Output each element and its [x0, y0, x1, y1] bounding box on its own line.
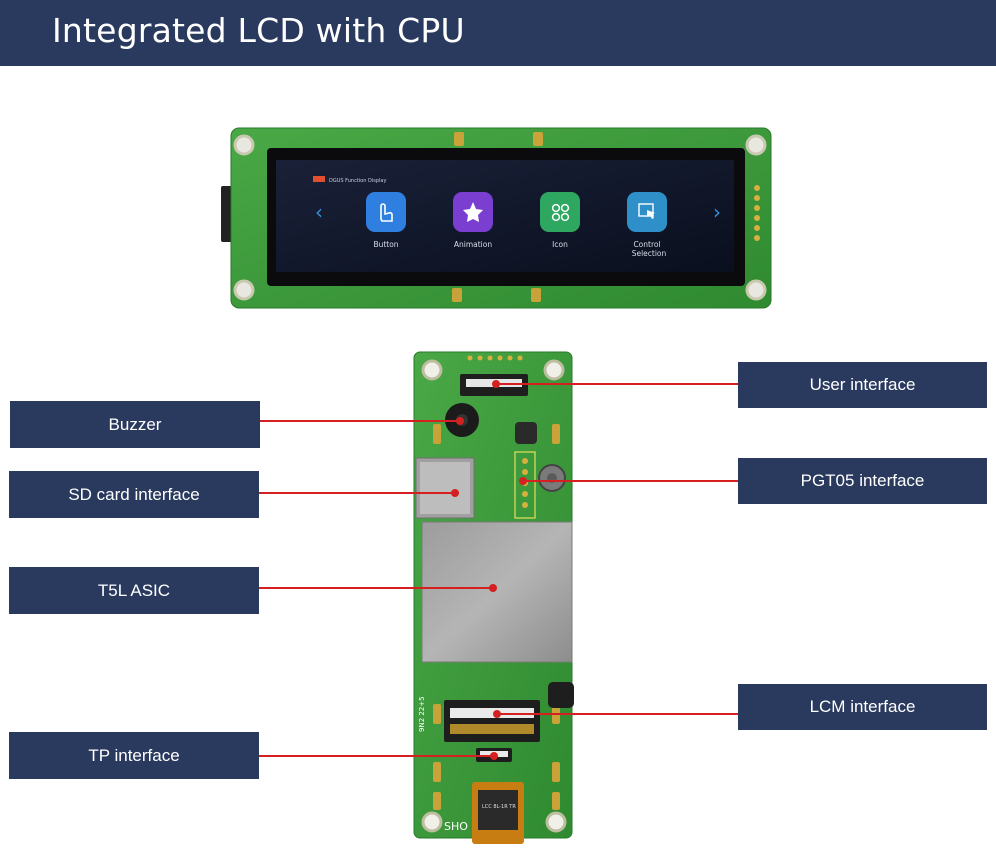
fpc-code-text: LCC 8L-1R TR	[482, 804, 516, 810]
lcd-module-board	[221, 127, 772, 309]
t5l-asic-shield	[421, 521, 573, 663]
lcd-screen: DGUS Function Display ‹ › Button Animati…	[313, 176, 721, 258]
callout-sd-card-interface: SD card interface	[9, 471, 259, 518]
part-mark-text: 9N2 22+5	[418, 696, 426, 732]
logo-icon	[313, 176, 325, 182]
silkscreen-text: SHO	[444, 820, 468, 833]
grid-icon	[540, 192, 580, 232]
screen-icon-button: Button	[366, 192, 406, 249]
pcb-back-board: 9N2 22+5 LCC 8L-1R TR SHO	[413, 351, 574, 844]
chevron-left-icon: ‹	[315, 200, 323, 224]
screen-icon-label: Animation	[454, 240, 492, 249]
screen-icon-control-selection: Control Selection	[627, 192, 667, 258]
chevron-right-icon: ›	[713, 200, 721, 224]
callout-lcm-interface: LCM interface	[738, 684, 987, 730]
callout-t5l-asic: T5L ASIC	[9, 567, 259, 614]
screen-top-text: DGUS Function Display	[329, 178, 386, 184]
pgt05-header	[514, 451, 536, 519]
page-title: Integrated LCD with CPU	[52, 11, 465, 50]
lcm-connector	[444, 700, 540, 742]
screen-icon-label: Selection	[632, 249, 667, 258]
callout-user-interface: User interface	[738, 362, 987, 408]
screen-icon-label: Icon	[552, 240, 568, 249]
screen-icon-label: Control	[633, 240, 660, 249]
callout-tp-interface: TP interface	[9, 732, 259, 779]
callout-pgt05-interface: PGT05 interface	[738, 458, 987, 504]
leader-lines	[259, 380, 738, 760]
screen-icon-animation: Animation	[453, 192, 493, 249]
callout-buzzer: Buzzer	[10, 401, 260, 448]
screen-icon-icon: Icon	[540, 192, 580, 249]
screen-icon-label: Button	[373, 240, 398, 249]
hand-pointer-icon	[366, 192, 406, 232]
header-bar: Integrated LCD with CPU	[0, 0, 996, 66]
